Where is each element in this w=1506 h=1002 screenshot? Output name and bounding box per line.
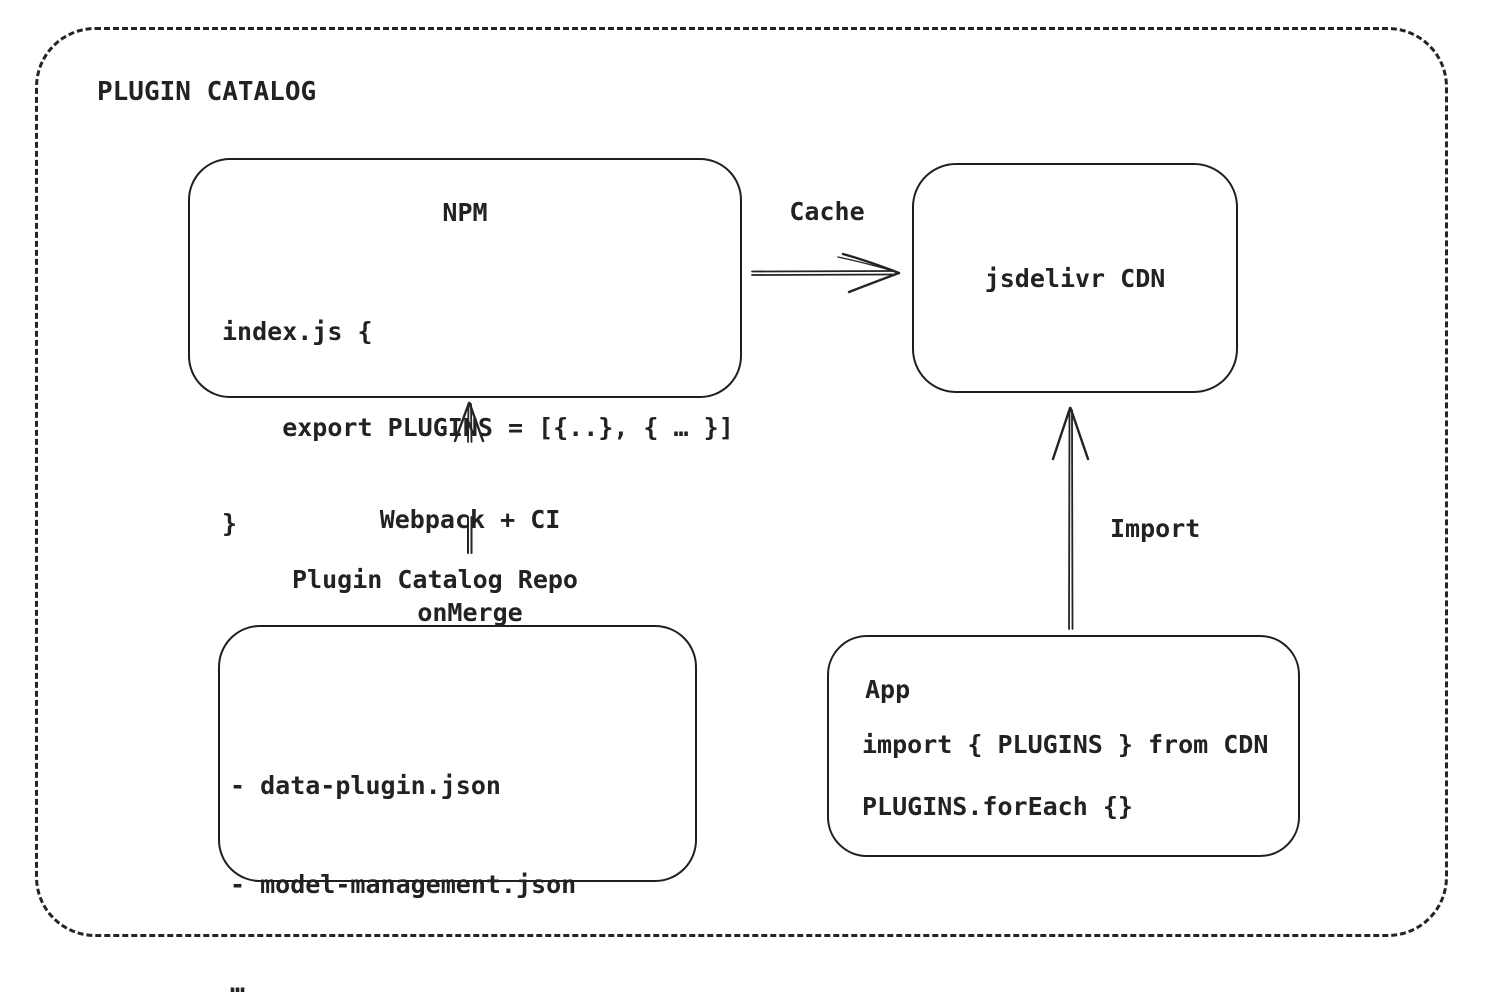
npm-node: NPM index.js { export PLUGINS = [{..}, {… bbox=[188, 158, 742, 538]
repo-node: - data-plugin.json - model-management.js… bbox=[218, 625, 697, 998]
repo-file-item: - model-management.json bbox=[230, 870, 577, 899]
build-edge-label-line: onMerge bbox=[417, 598, 523, 627]
repo-file-list: - data-plugin.json - model-management.js… bbox=[230, 703, 576, 1002]
npm-code-line: } bbox=[222, 509, 238, 538]
app-node-title: App bbox=[865, 675, 911, 704]
build-edge-label-line: Webpack + CI bbox=[379, 505, 561, 534]
frame-title: PLUGIN CATALOG bbox=[97, 77, 317, 107]
cdn-node: jsdelivr CDN bbox=[912, 163, 1238, 393]
npm-code-line: index.js { bbox=[222, 317, 373, 346]
app-code-line: import { PLUGINS } from CDN bbox=[862, 730, 1269, 759]
repo-node-title: Plugin Catalog Repo bbox=[292, 565, 578, 594]
app-code-line: PLUGINS.forEach {} bbox=[862, 792, 1133, 821]
npm-node-title: NPM bbox=[442, 198, 488, 227]
npm-code-line: export PLUGINS = [{..}, { … }] bbox=[222, 413, 734, 442]
plugin-catalog-frame bbox=[35, 27, 1448, 937]
cache-edge-label: Cache bbox=[789, 197, 865, 226]
build-edge-label: Webpack + CI onMerge bbox=[320, 442, 620, 690]
app-node: App import { PLUGINS } from CDN PLUGINS.… bbox=[827, 635, 1300, 857]
repo-file-item: … bbox=[230, 969, 246, 998]
repo-file-item: - data-plugin.json bbox=[230, 771, 501, 800]
cdn-node-label: jsdelivr CDN bbox=[984, 263, 1166, 293]
import-edge-label: Import bbox=[1110, 514, 1201, 543]
